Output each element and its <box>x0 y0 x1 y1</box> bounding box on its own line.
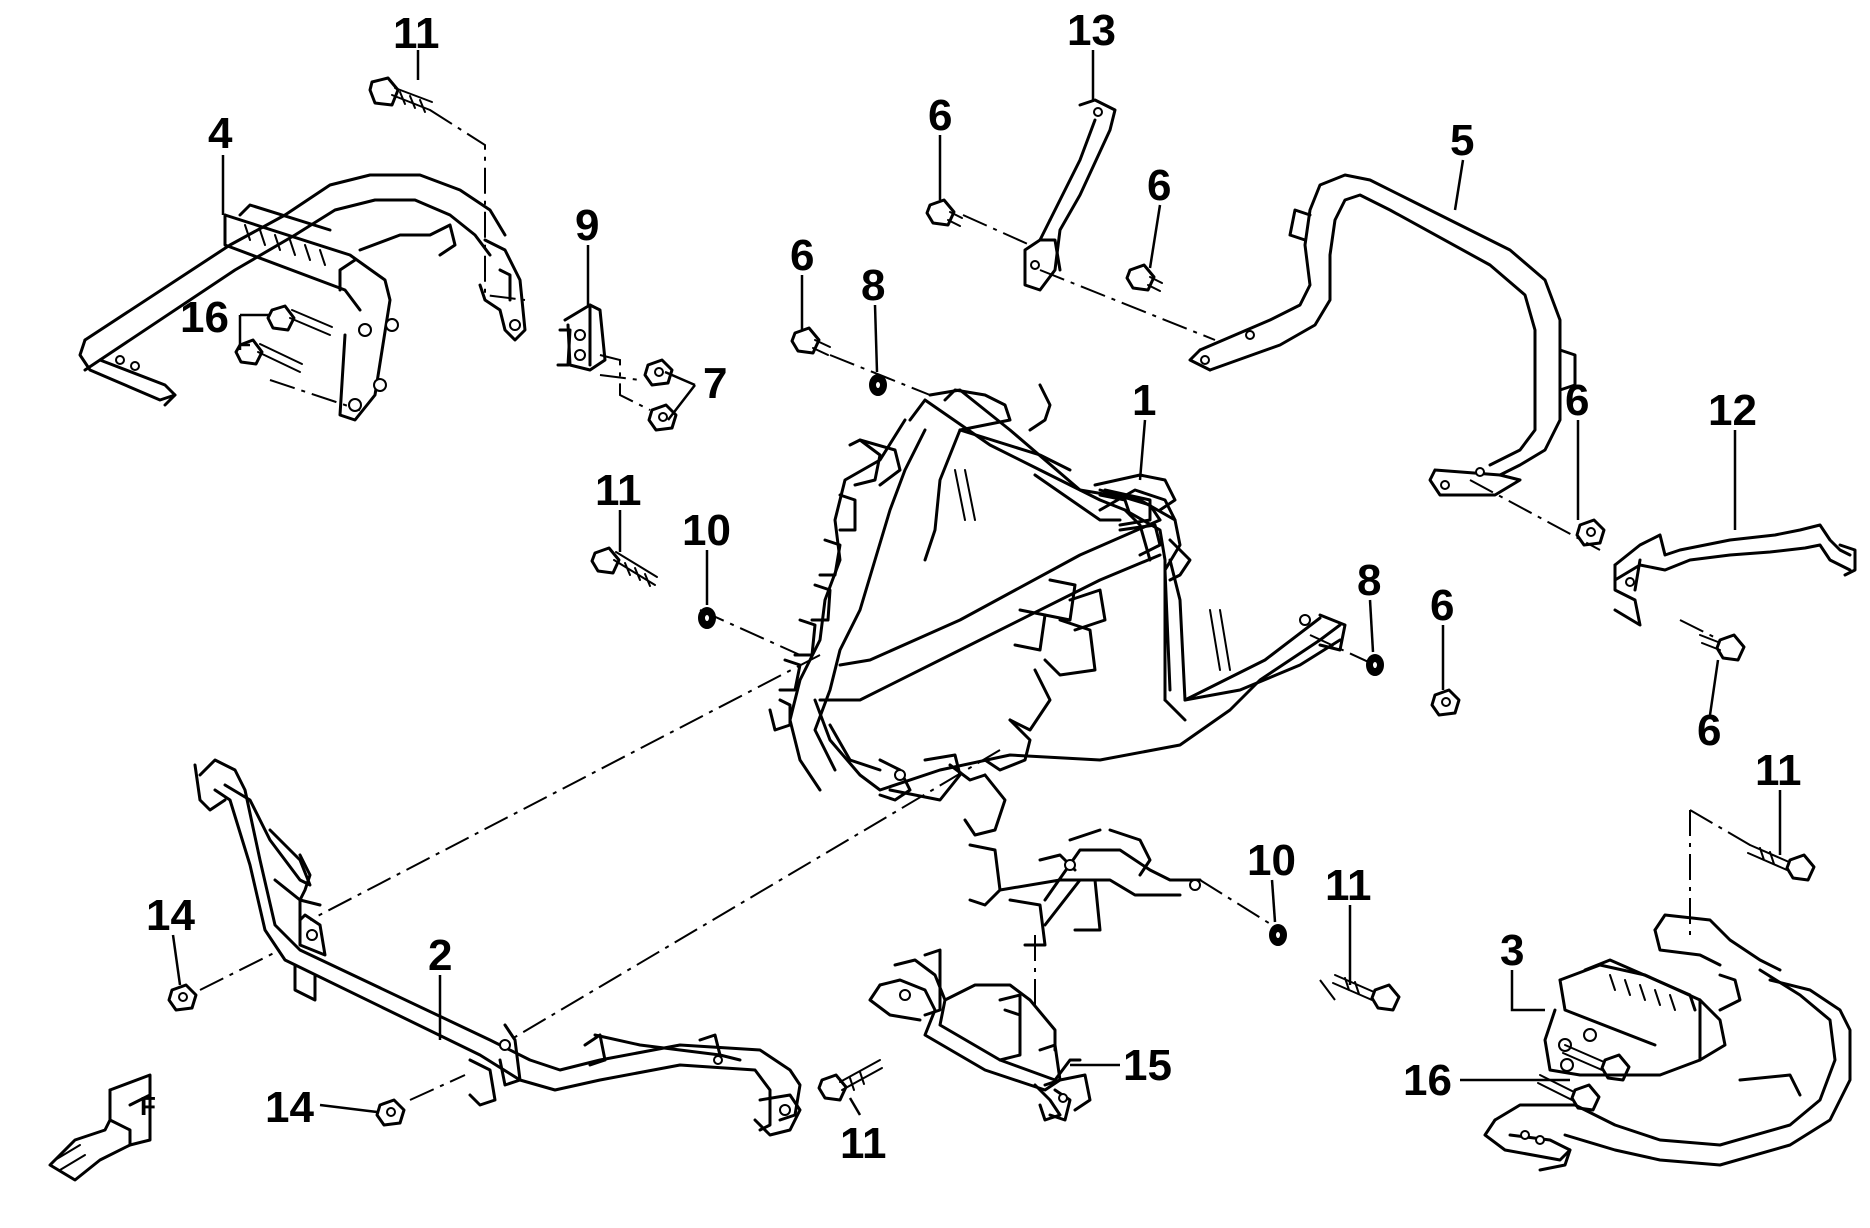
stay-part-13 <box>1023 98 1117 292</box>
bolt-16-right-upper <box>1562 1044 1631 1082</box>
bolt-16-right-lower <box>1537 1074 1601 1112</box>
callout-8-left: 8 <box>861 261 885 310</box>
washer-8-right <box>1366 654 1384 676</box>
callout-4: 4 <box>208 109 233 158</box>
fasteners <box>167 76 1816 1127</box>
callout-10-right: 10 <box>1247 836 1296 885</box>
callout-5: 5 <box>1450 116 1474 165</box>
callout-8-right: 8 <box>1357 556 1381 605</box>
callout-6-near-13: 6 <box>928 91 952 140</box>
callout-13: 13 <box>1067 6 1116 55</box>
callout-7: 7 <box>703 359 727 408</box>
washer-8-left <box>869 374 887 396</box>
callout-15: 15 <box>1123 1041 1172 1090</box>
callout-11-bottom: 11 <box>840 1119 887 1168</box>
bolt-6-near-5 <box>1125 263 1163 292</box>
nut-6-far-right-upper <box>1575 518 1606 547</box>
front-bracket-part-15 <box>868 948 1092 1122</box>
callout-9: 9 <box>575 201 599 250</box>
nut-7-lower <box>647 403 678 432</box>
callout-14-left: 14 <box>146 891 195 940</box>
bracket-part-9 <box>556 303 607 372</box>
callout-11-right-upper: 11 <box>1755 746 1802 795</box>
callout-6-right-upper: 6 <box>1565 376 1589 425</box>
callout-6-far-right: 6 <box>1697 706 1721 755</box>
front-arrow-letter: F <box>140 1091 156 1121</box>
nut-14-left <box>167 983 198 1012</box>
bolt-11-top-left <box>368 76 433 113</box>
nut-7-upper <box>643 358 674 387</box>
rear-grab-bar-part-5 <box>1188 173 1577 497</box>
rear-stay-part-12 <box>1613 523 1857 627</box>
bolt-11-middle <box>590 546 658 587</box>
right-footrest-part-3 <box>1483 913 1852 1172</box>
nut-14-bottom <box>375 1098 406 1127</box>
callout-16-right: 16 <box>1403 1056 1452 1105</box>
bolt-16-left-lower <box>234 338 303 373</box>
bolt-6-left-center <box>790 326 831 356</box>
callout-11-top-left: 11 <box>393 9 440 58</box>
callout-10-middle: 10 <box>682 506 731 555</box>
nut-6-right-center <box>1430 688 1461 717</box>
left-footrest-part-4 <box>78 173 527 422</box>
front-bumper-part-2 <box>193 758 802 1137</box>
bolt-11-right-lower <box>1332 974 1401 1012</box>
callout-6-center-left: 6 <box>790 231 814 280</box>
leader-lines <box>171 50 1782 1116</box>
callout-1: 1 <box>1132 376 1156 425</box>
callout-labels: 11 4 16 9 7 13 6 6 5 6 8 1 12 6 11 10 8 … <box>146 6 1802 1168</box>
bolt-11-right-upper <box>1747 844 1816 882</box>
main-frame-part-1 <box>768 383 1347 947</box>
callout-12: 12 <box>1708 386 1757 435</box>
callout-16-left: 16 <box>180 293 229 342</box>
callout-14-bottom: 14 <box>265 1083 314 1132</box>
callout-6-right-center: 6 <box>1430 581 1454 630</box>
callout-11-middle: 11 <box>595 466 642 515</box>
washer-10-right <box>1269 924 1287 946</box>
bolt-16-left-upper <box>266 304 333 336</box>
bolt-11-bottom-center <box>817 1059 883 1102</box>
front-direction-arrow-icon: F <box>48 1073 156 1182</box>
callout-2: 2 <box>428 931 452 980</box>
callout-3: 3 <box>1500 926 1524 975</box>
callout-11-right: 11 <box>1325 861 1372 910</box>
washer-10-middle <box>698 607 716 629</box>
bolt-6-near-13 <box>925 198 963 227</box>
callout-6-near-5: 6 <box>1147 161 1171 210</box>
bolt-6-far-right-lower <box>1699 633 1746 662</box>
